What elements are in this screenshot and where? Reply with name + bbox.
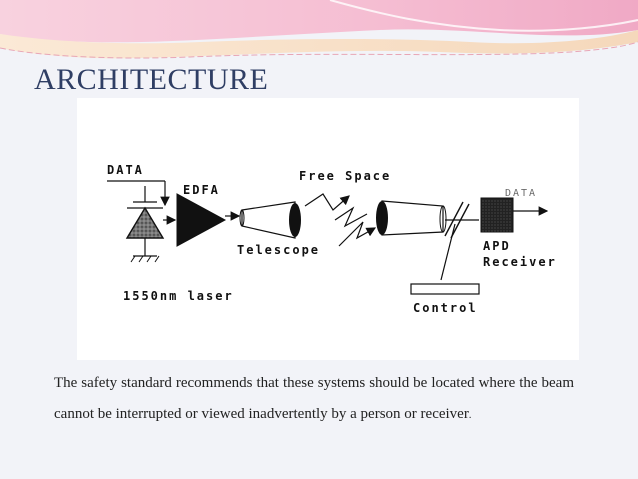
- laser-icon: [125, 186, 165, 263]
- body-text-main: The safety standard recommends that thes…: [54, 375, 574, 422]
- body-text-period: .: [468, 410, 472, 421]
- beam-splitter-icon: [444, 201, 470, 239]
- telescope-label: Telescope: [237, 243, 320, 257]
- apd-label: APD: [483, 239, 511, 253]
- slide-title: ARCHITECTURE: [34, 63, 269, 96]
- control-box: [410, 283, 480, 295]
- free-space-label: Free Space: [299, 169, 391, 183]
- receive-telescope-icon: [376, 200, 447, 236]
- edfa-amplifier-icon: [176, 193, 227, 247]
- laser-label: 1550nm laser: [123, 289, 234, 303]
- free-space-beams: [304, 193, 377, 247]
- transmit-telescope-icon: [239, 201, 301, 239]
- header-wave-decoration: [0, 0, 638, 95]
- apd-receiver-icon: [480, 197, 514, 233]
- data-out-label: DATA: [505, 188, 537, 199]
- edfa-label: EDFA: [183, 183, 220, 197]
- architecture-diagram: DATA 1550nm laser EDFA Telescope: [77, 98, 579, 360]
- data-in-label: DATA: [107, 163, 144, 177]
- diagram-svg: DATA 1550nm laser EDFA Telescope: [107, 163, 557, 315]
- control-label: Control: [413, 301, 478, 315]
- receiver-label: Receiver: [483, 255, 557, 269]
- beam-to-control-line: [440, 223, 456, 281]
- body-paragraph: The safety standard recommends that thes…: [54, 368, 574, 431]
